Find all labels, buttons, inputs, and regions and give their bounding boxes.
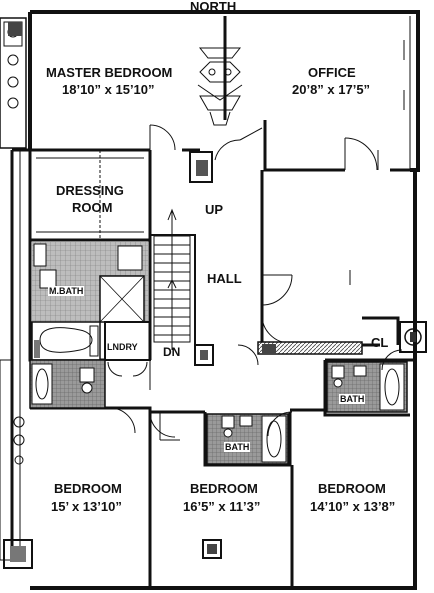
outer-walls bbox=[10, 10, 420, 590]
office-size: 20’8” x 17’5” bbox=[292, 82, 371, 97]
master-bath-label: M.BATH bbox=[48, 286, 85, 297]
bedroom-doors bbox=[109, 349, 403, 438]
right-bath-label: BATH bbox=[339, 394, 366, 405]
laundry-label: LNDRY bbox=[107, 342, 138, 352]
stair-up-label: UP bbox=[205, 202, 224, 217]
staircase bbox=[153, 208, 191, 350]
middle-bath-label: BATH bbox=[224, 442, 251, 453]
left-balcony bbox=[0, 17, 33, 569]
bedroom-closet-detail bbox=[159, 412, 180, 441]
laundry bbox=[104, 321, 151, 390]
master-bedroom-name: MASTER BEDROOM bbox=[46, 65, 173, 80]
bedroom-right-name: BEDROOM bbox=[318, 481, 386, 496]
master-door bbox=[149, 124, 263, 161]
right-bath bbox=[326, 361, 408, 413]
office-door bbox=[344, 137, 379, 171]
office-name: OFFICE bbox=[308, 65, 356, 80]
bedroom-left-size: 15’ x 13’10” bbox=[51, 499, 122, 514]
middle-bath bbox=[206, 413, 289, 465]
master-bedroom-size: 18’10” x 15’10” bbox=[62, 82, 155, 97]
office-right-wall bbox=[403, 16, 411, 170]
stair-down-label: DN bbox=[163, 345, 181, 359]
bedroom-right-size: 14’10” x 13’8” bbox=[310, 499, 396, 514]
hall-label: HALL bbox=[207, 271, 242, 286]
corridor-ledge bbox=[257, 341, 363, 355]
dressing-room-name: DRESSING bbox=[56, 183, 124, 198]
bedroom-middle-size: 16’5” x 11’3” bbox=[183, 499, 261, 514]
bedroom-left-name: BEDROOM bbox=[54, 481, 122, 496]
structural-columns bbox=[8, 22, 427, 559]
compass-north-label: NORTH bbox=[190, 0, 237, 14]
dressing-room-fixtures bbox=[36, 150, 144, 240]
closet-label: CL bbox=[371, 335, 389, 350]
master-bath bbox=[28, 240, 148, 361]
bedroom-middle-name: BEDROOM bbox=[190, 481, 258, 496]
dressing-room-name-2: ROOM bbox=[72, 200, 113, 215]
left-bath bbox=[29, 359, 106, 409]
closet-fixture bbox=[197, 47, 243, 126]
